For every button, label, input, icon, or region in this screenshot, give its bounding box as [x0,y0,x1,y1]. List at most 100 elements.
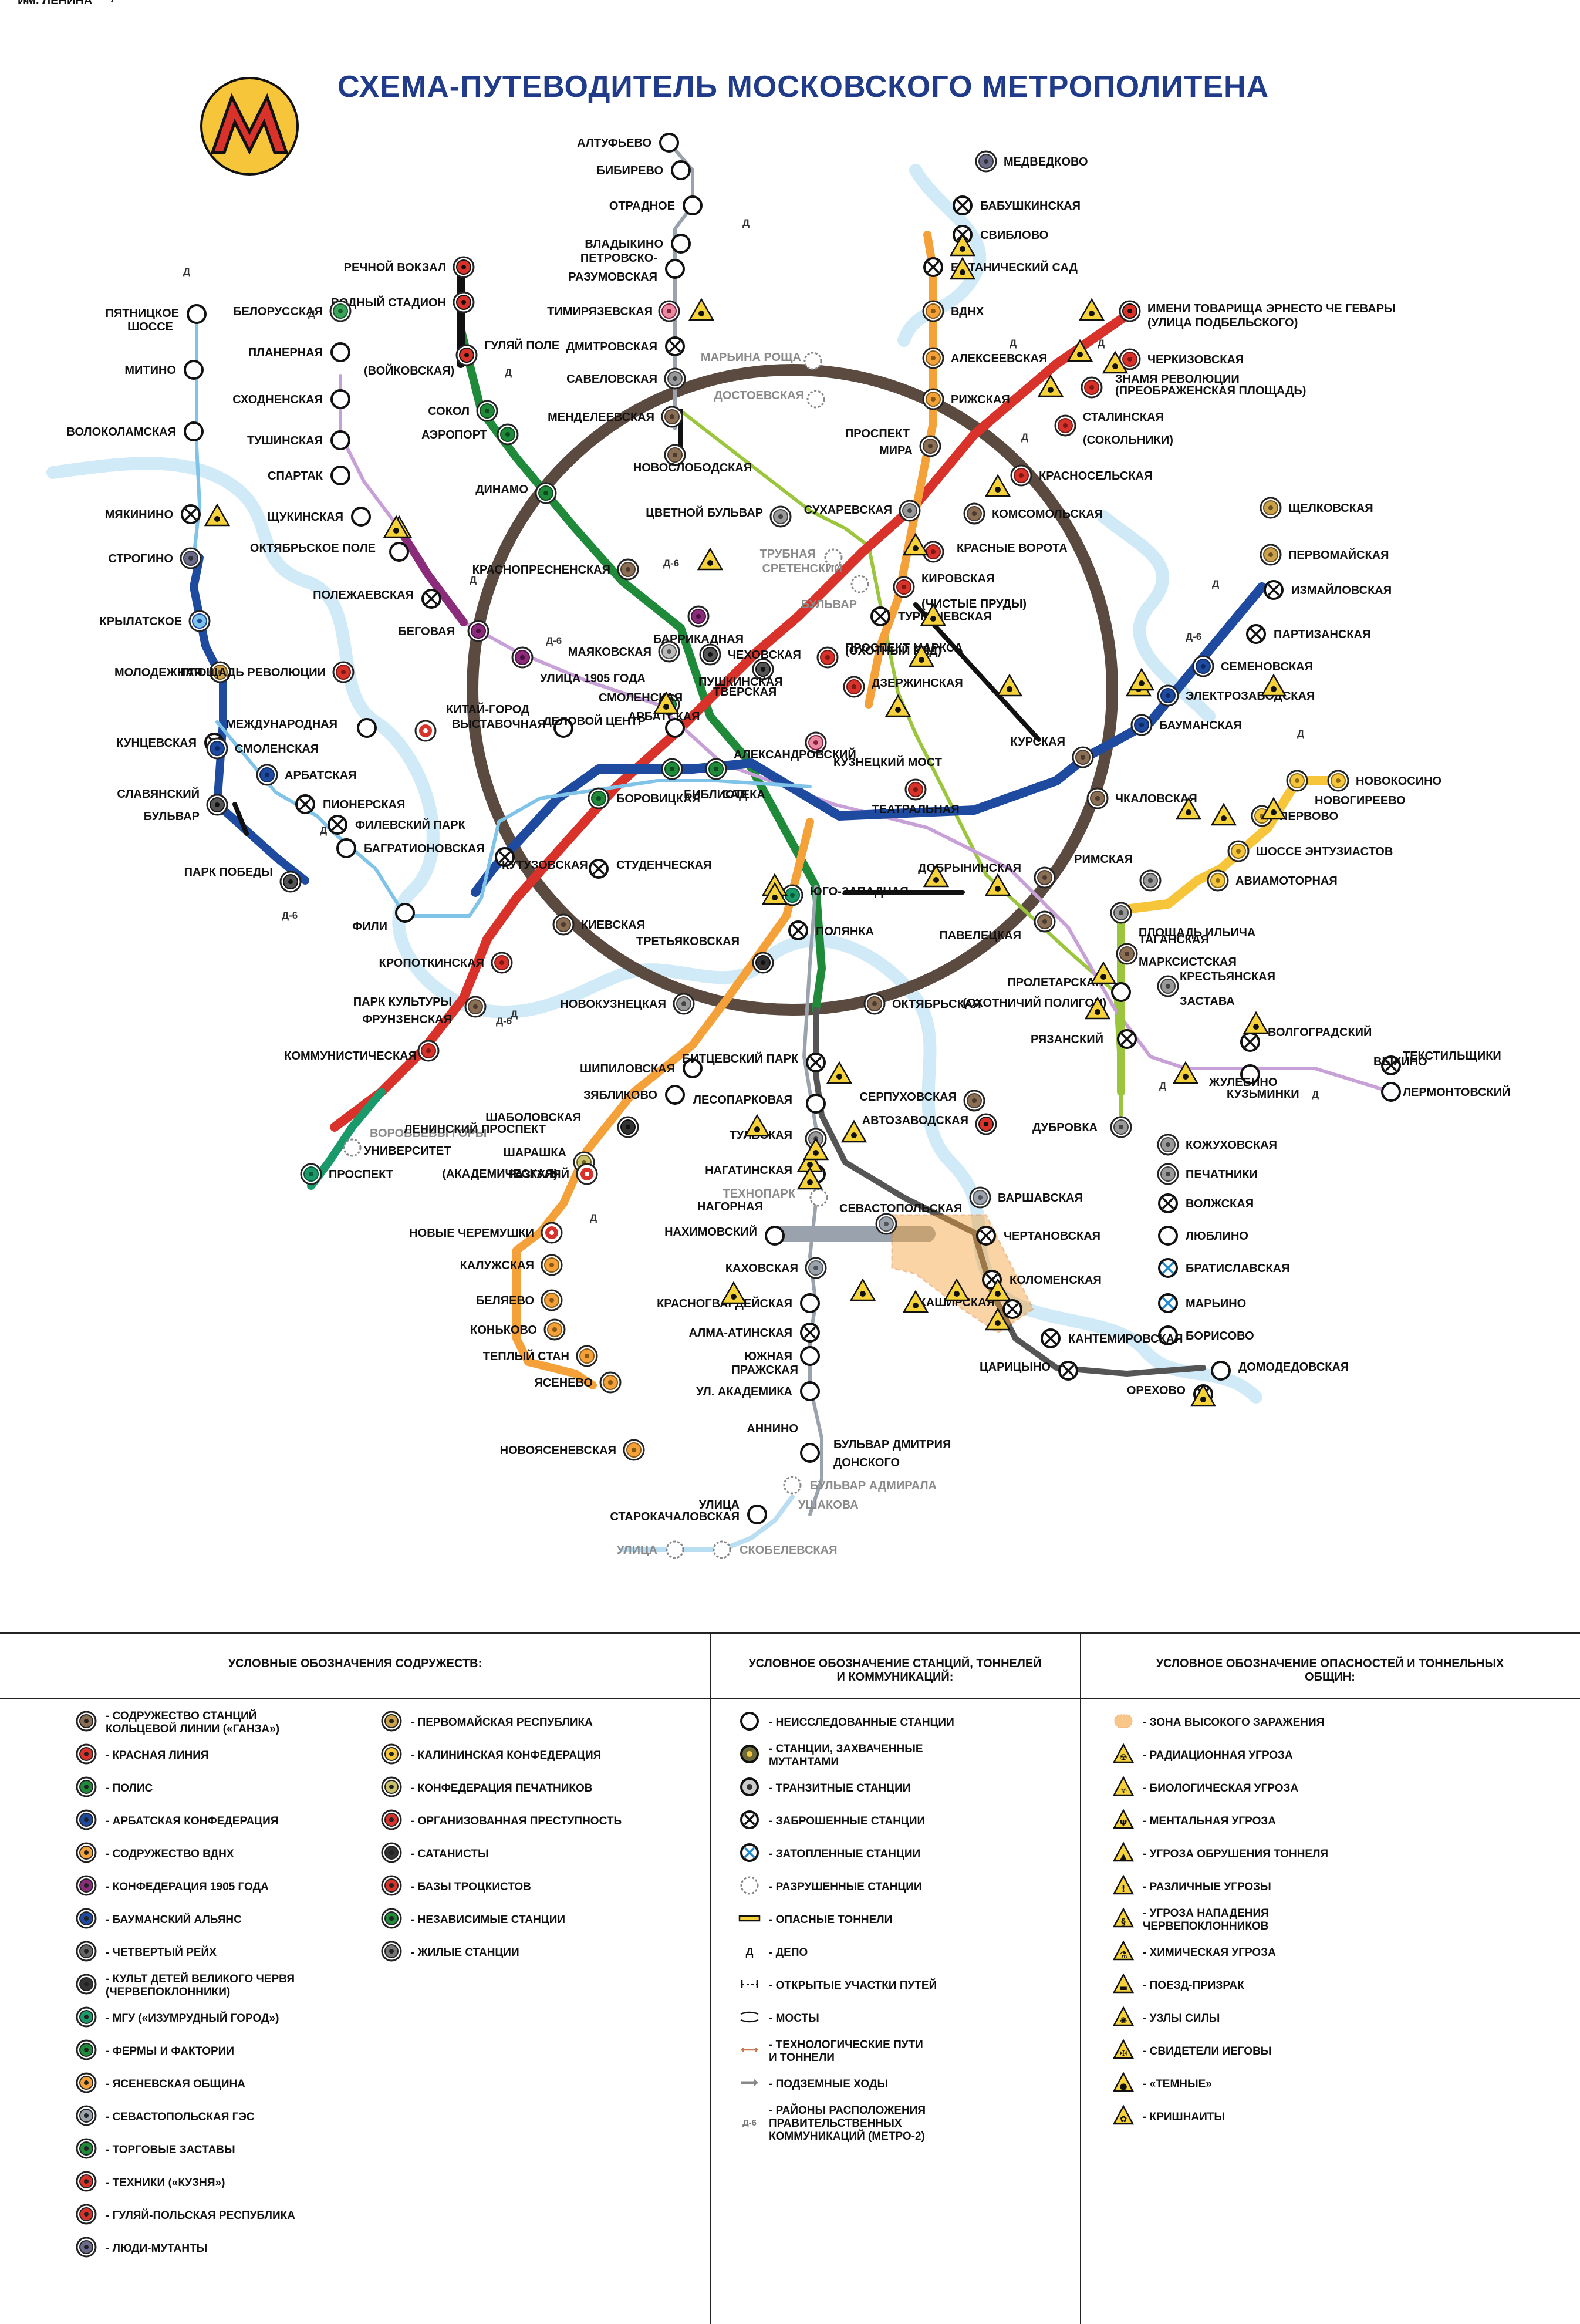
station[interactable]: СТАРОКАЧАЛОВСКАЯ [610,1510,740,1523]
station[interactable]: ДЕЛОВОЙ ЦЕНТР [543,714,685,738]
station[interactable]: СТУДЕНЧЕСКАЯ [589,859,711,879]
station[interactable]: ВДНХ [922,300,984,322]
station[interactable]: СЛАВЯНСКИЙ [117,787,228,816]
station[interactable]: БУЛЬВАР [801,598,857,611]
station[interactable]: АЛМА-АТИНСКАЯ [689,1323,820,1343]
station-marker-unexplored[interactable] [671,160,691,180]
station[interactable]: НОВОКУЗНЕЦКАЯ [560,993,695,1015]
station[interactable]: РАЗУМОВСКАЯ [568,271,657,284]
station[interactable]: СКОБЕЛЕВСКАЯ [713,1540,837,1559]
station-marker-unexplored[interactable] [806,1094,826,1114]
station[interactable]: ТРЕТЬЯКОВСКАЯ [636,935,774,974]
station[interactable]: ТЕХНОПАРК [723,1188,828,1207]
station[interactable]: МАЯКОВСКАЯ [568,640,680,663]
station[interactable]: ДОМОДЕДОВСКАЯ [1211,1361,1349,1381]
station[interactable]: УЛИЦА [699,1499,767,1524]
station[interactable]: ДИНАМО [475,482,557,504]
station[interactable]: КУЗЬМИНКИ [1227,1088,1299,1101]
station-marker-unexplored[interactable] [800,1293,820,1313]
station[interactable]: РЯЗАНСКИЙ [1031,1029,1137,1049]
station[interactable]: ПАРТИЗАНСКАЯ [1246,624,1370,644]
station-marker-unexplored[interactable] [800,1346,820,1366]
station[interactable]: ПРАЖСКАЯ [732,1364,798,1377]
station[interactable]: КОММУНИСТИЧЕСКАЯ [284,1040,440,1063]
station[interactable]: КИТАЙ-ГОРОД [414,702,529,742]
station-marker-unexplored[interactable] [553,718,573,738]
station[interactable]: ПОЛЕЖАЕВСКАЯ [313,589,441,609]
station[interactable]: ПЕТРОВСКО- [580,252,685,279]
station[interactable]: БИБЛИОТЕКА [661,758,765,801]
station[interactable]: ВАРШАВСКАЯ [969,1186,1083,1209]
station[interactable]: ТУЛЬСКАЯ [730,1128,827,1150]
station[interactable]: АННИНО [747,1422,798,1435]
station-marker-unexplored[interactable] [187,304,207,324]
station-marker-unexplored[interactable] [395,903,415,923]
station[interactable]: ДУБРОВКА [1032,1116,1132,1138]
station[interactable]: БУЛЬВАР ДМИТРИЯ [800,1438,951,1463]
station[interactable]: ВОРОБЬЕВЫ ГОРЫ [343,1127,487,1157]
station[interactable]: СМОЛЕНСКАЯ [206,737,319,760]
station-marker-unexplored[interactable] [659,133,679,153]
station[interactable]: БЕЛЯЕВО [476,1289,563,1311]
station[interactable]: МЯКИНИНО [105,504,201,524]
station[interactable]: ЦВЕТНОЙ БУЛЬВАР [646,505,792,528]
station[interactable]: УШАКОВА [798,1499,859,1512]
station-marker-unexplored[interactable] [1158,1325,1178,1345]
station-marker-destroyed[interactable] [850,575,869,593]
station-marker-unexplored[interactable] [800,1381,820,1401]
station[interactable]: СХОДНЕНСКАЯ [232,389,350,409]
station-marker-unexplored[interactable] [683,195,703,215]
station[interactable]: ЮГО-ЗАПАДНАЯ [781,884,909,906]
station[interactable]: АРБАТСКАЯ [628,710,700,723]
station[interactable]: БИТЦЕВСКИЙ ПАРК [682,1051,826,1072]
station[interactable]: ЯСЕНЕВО [535,1371,622,1394]
station[interactable]: РИЖСКАЯ [922,388,1010,410]
station[interactable]: РЕЧНОЙ ВОКЗАЛ [344,256,475,278]
station[interactable]: НОВОЯСЕНЕВСКАЯ [500,1439,645,1461]
station[interactable]: МЕЖДУНАРОДНАЯ [226,718,377,738]
station-marker-destroyed[interactable] [803,352,822,370]
station[interactable]: КУЗНЕЦКИЙ МОСТ [805,731,942,769]
station[interactable]: ТУШИНСКАЯ [247,430,350,450]
station[interactable]: (АКАДЕМИЧЕСКАЯ) [442,1168,558,1180]
station[interactable]: ВЫСТАВОЧНАЯ [452,718,573,738]
station[interactable]: ПИОНЕРСКАЯ [295,794,405,814]
station-marker-unexplored[interactable] [351,507,371,527]
station[interactable]: ОКТЯБРЬСКОЕ ПОЛЕ [250,542,409,562]
station[interactable]: АВТОЗАВОДСКАЯ [862,1113,997,1135]
station-marker-unexplored[interactable] [330,430,350,450]
station[interactable]: ЛЮБЛИНО [1158,1226,1248,1246]
station[interactable]: ТЕАТРАЛЬНАЯ [872,778,960,816]
station[interactable]: КРАСНОПРЕСНЕНСКАЯ [472,558,639,581]
station[interactable]: ПАРК КУЛЬТУРЫ [353,996,487,1018]
station[interactable]: ФРУНЗЕНСКАЯ [362,1013,452,1026]
station[interactable]: БОРОВИЦКАЯ [588,787,700,809]
station[interactable]: СТАЛИНСКАЯ [1054,411,1164,437]
station-marker-destroyed[interactable] [824,548,843,567]
station[interactable]: ГУЛЯЙ ПОЛЕ [455,338,559,366]
station[interactable]: ВЛАДЫКИНО [585,234,691,254]
station[interactable]: УЛ. АКАДЕМИКА [696,1381,820,1401]
station-marker-destroyed[interactable] [713,1540,731,1559]
station[interactable]: САД [722,788,747,801]
station[interactable]: БИБИРЕВО [596,160,691,180]
station[interactable]: (ОХОТНИЧИЙ ПОЛИГОН) [963,996,1106,1010]
station-marker-unexplored[interactable] [683,1058,703,1078]
station[interactable]: КАХОВСКАЯ [725,1257,827,1279]
station[interactable]: ПАРК ПОБЕДЫ [184,866,302,893]
station[interactable]: АЭРОПОРТ [421,423,519,446]
station[interactable]: СТРОГИНО [108,547,202,569]
station[interactable]: ОТРАДНОЕ [609,195,703,215]
station[interactable]: ПЕРВОМАЙСКАЯ [1260,544,1389,566]
station[interactable]: НОВОГИРЕЕВО [1286,770,1406,807]
station[interactable]: КАЛУЖСКАЯ [460,1254,563,1276]
station[interactable]: КРОПОТКИНСКАЯ [379,952,513,974]
station[interactable]: БОТАНИЧЕСКИЙ САД [923,257,1078,277]
station[interactable]: САВЕЛОВСКАЯ [566,367,686,390]
station-marker-unexplored[interactable] [184,421,204,441]
station[interactable]: РИМСКАЯ [1074,853,1162,892]
station[interactable]: ШОССЕ ЭНТУЗИАСТОВ [1227,840,1393,862]
station[interactable]: ПЛОЩАДЬ РЕВОЛЮЦИИ [181,661,355,683]
station[interactable]: ЧКАЛОВСКАЯ [1086,787,1197,809]
station[interactable]: МЕДВЕДКОВО [975,150,1088,173]
